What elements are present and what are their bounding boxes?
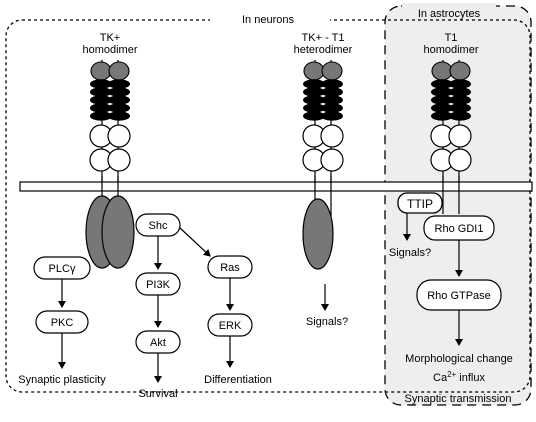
leucine-rich-repeat	[321, 103, 343, 113]
tk-homodimer-subtitle: homodimer	[82, 44, 137, 56]
cysteine-rich-domain	[321, 61, 343, 81]
neurons-region-label: In neurons	[242, 14, 294, 26]
cysteine-rich-domain	[449, 61, 471, 81]
cysteine-rich-domain	[108, 61, 130, 81]
cysteine-rich-domain	[431, 61, 453, 81]
t1-homodimer-title: T1	[445, 32, 458, 44]
heterodimer-transmembrane-stems	[314, 176, 332, 216]
node-shc-label: Shc	[149, 220, 168, 232]
t1-homodimer-receptor	[430, 60, 472, 186]
outcome-differentiation: Differentiation	[204, 374, 272, 386]
cell-membrane	[19, 181, 533, 192]
ig-like-domain	[107, 124, 131, 148]
heterodimer-subtitle: heterodimer	[294, 44, 353, 56]
astrocytes-region-label: In astrocytes	[418, 8, 481, 20]
leucine-rich-repeat	[449, 111, 471, 121]
tk-kinase-domain-right	[101, 195, 135, 269]
leucine-rich-repeat	[108, 103, 130, 113]
node-ttip-label: TTIP	[407, 197, 433, 211]
leucine-rich-repeat	[108, 111, 130, 121]
leucine-rich-repeat	[108, 87, 130, 97]
node-pi3k-label: PI3K	[146, 279, 171, 291]
outcome-survival: Survival	[138, 388, 177, 400]
t1-transmembrane-stems	[442, 176, 460, 214]
node-rho-gdi1-label: Rho GDI1	[435, 223, 484, 235]
node-ras-label: Ras	[220, 262, 240, 274]
leucine-rich-repeat	[449, 103, 471, 113]
node-rho-gtpase-label: Rho GTPase	[427, 290, 491, 302]
ig-like-domain	[107, 148, 131, 172]
leucine-rich-repeat	[321, 111, 343, 121]
leucine-rich-repeat	[321, 87, 343, 97]
node-akt-label: Akt	[150, 337, 166, 349]
outcome-signals-heterodimer: Signals?	[306, 316, 348, 328]
leucine-rich-repeat	[108, 95, 130, 105]
heterodimer-receptor	[302, 60, 344, 186]
heterodimer-kinase-domain	[302, 198, 334, 270]
tk-homodimer-receptor	[89, 60, 131, 186]
leucine-rich-repeat	[321, 79, 343, 89]
outcome-signals-ttip: Signals?	[389, 247, 431, 259]
ig-like-domain	[448, 148, 472, 172]
tk-homodimer-title: TK+	[100, 32, 120, 44]
node-plcg-label: PLCγ	[49, 263, 76, 275]
leucine-rich-repeat	[108, 79, 130, 89]
leucine-rich-repeat	[321, 95, 343, 105]
t1-homodimer-subtitle: homodimer	[423, 44, 478, 56]
heterodimer-title: TK+ - T1	[302, 32, 345, 44]
synaptic-transmission-label: Synaptic transmission	[405, 393, 512, 405]
cysteine-rich-domain	[90, 61, 112, 81]
leucine-rich-repeat	[449, 79, 471, 89]
ig-like-domain	[448, 124, 472, 148]
cysteine-rich-domain	[303, 61, 325, 81]
ig-like-domain	[320, 148, 344, 172]
leucine-rich-repeat	[449, 87, 471, 97]
leucine-rich-repeat	[449, 95, 471, 105]
node-ttip	[397, 192, 443, 214]
node-pkc-label: PKC	[51, 317, 74, 329]
outcome-synaptic-plasticity: Synaptic plasticity	[18, 374, 106, 386]
ig-like-domain	[320, 124, 344, 148]
outcome-morphological-change: Morphological change	[405, 353, 513, 365]
node-erk-label: ERK	[219, 320, 242, 332]
outcome-ca-influx: Ca2+ influx	[433, 370, 485, 384]
